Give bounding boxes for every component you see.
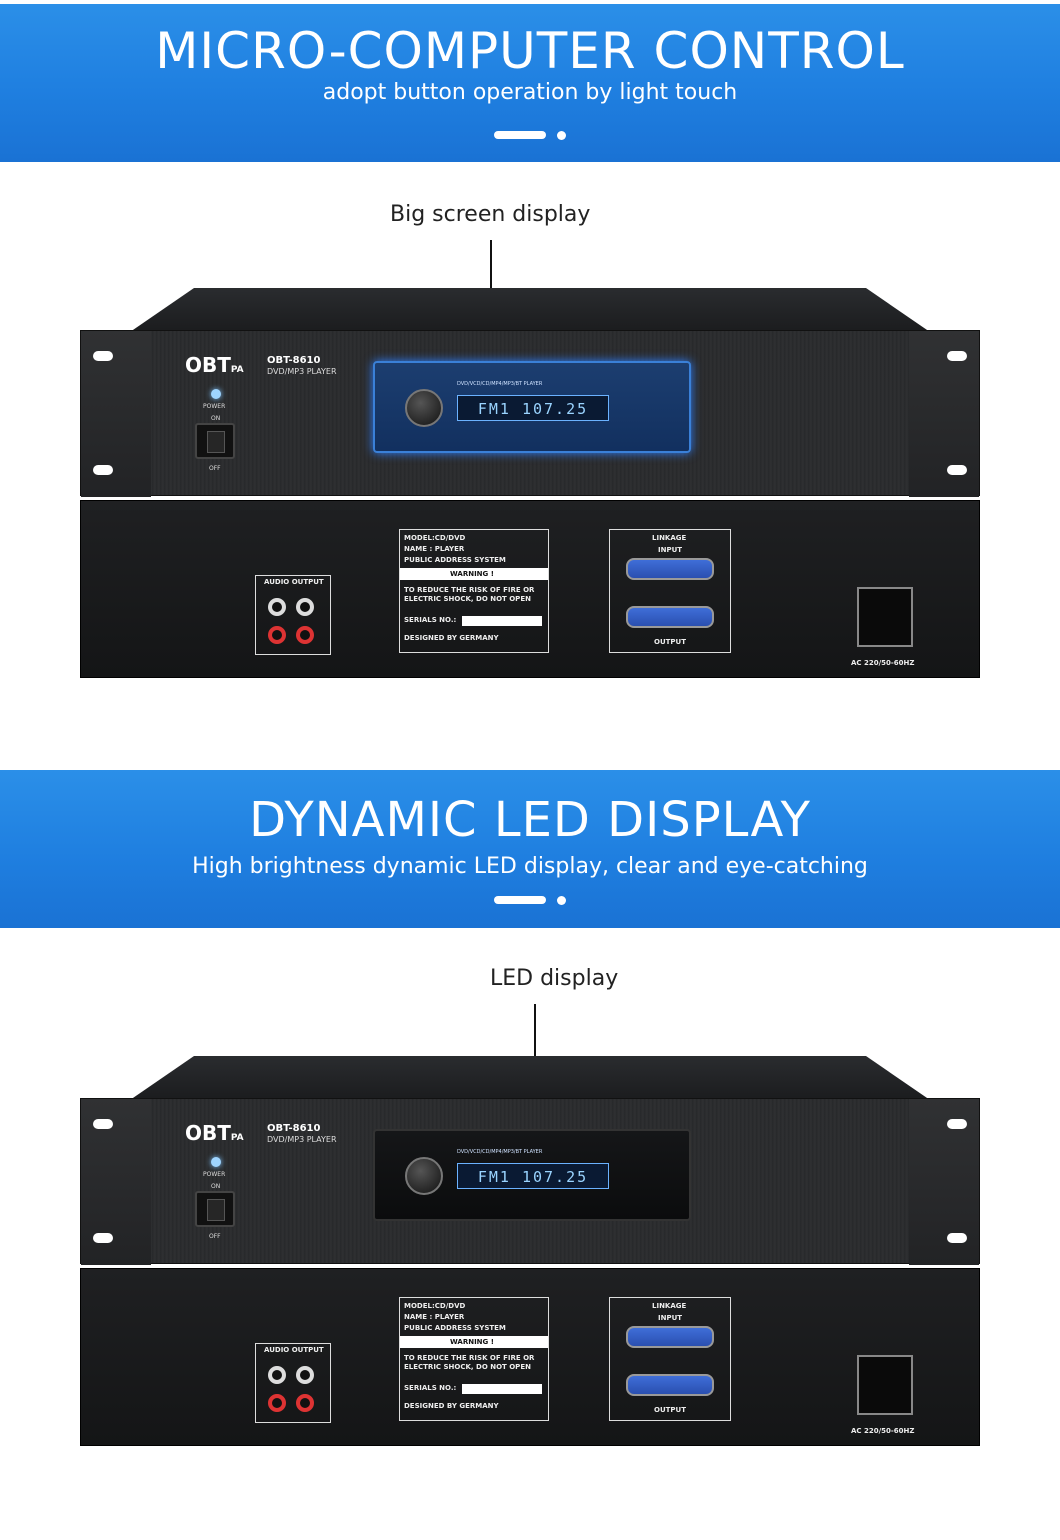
device-rear-panel: AUDIO OUTPUT MODEL:CD/DVD NAME : PLAYER … bbox=[80, 500, 980, 678]
banner-indicator bbox=[0, 131, 1060, 141]
device-top-2 bbox=[130, 1056, 930, 1100]
display-panel-2: DVD/VCD/CD/MP4/MP3/BT PLAYER FM1 107.25 bbox=[373, 1129, 691, 1221]
input-port-2 bbox=[626, 1326, 714, 1348]
power-led-2 bbox=[211, 1157, 221, 1167]
warning-text-2: ELECTRIC SHOCK, DO NOT OPEN bbox=[404, 595, 531, 603]
linkage-box-2: LINKAGE INPUT OUTPUT bbox=[609, 1297, 731, 1421]
panel-title: DVD/VCD/CD/MP4/MP3/BT PLAYER bbox=[457, 381, 543, 387]
panel-title-2: DVD/VCD/CD/MP4/MP3/BT PLAYER bbox=[457, 1149, 543, 1155]
banner-title-2: DYNAMIC LED DISPLAY bbox=[249, 792, 811, 848]
label-line-3: PUBLIC ADDRESS SYSTEM bbox=[404, 556, 506, 564]
audio-output-label-2: AUDIO OUTPUT bbox=[264, 1346, 324, 1354]
off-label-2: OFF bbox=[209, 1233, 221, 1240]
linkage-label-2: LINKAGE bbox=[652, 1302, 687, 1310]
volume-knob-2[interactable] bbox=[405, 1157, 443, 1195]
model-subtitle-2: DVD/MP3 PLAYER bbox=[267, 1135, 337, 1144]
player-device-2: OBTPA OBT-8610 DVD/MP3 PLAYER POWER ON O… bbox=[80, 1056, 980, 1451]
power-label: POWER bbox=[203, 403, 226, 410]
power-label-2: POWER bbox=[203, 1171, 226, 1178]
brand-logo: OBTPA bbox=[185, 353, 244, 377]
on-label: ON bbox=[211, 415, 221, 422]
linkage-label: LINKAGE bbox=[652, 534, 687, 542]
ac-label-2: AC 220/50-60HZ bbox=[851, 1427, 915, 1435]
audio-output-box: AUDIO OUTPUT bbox=[255, 575, 331, 655]
label-line-2-2: NAME : PLAYER bbox=[404, 1313, 465, 1321]
output-label-2: OUTPUT bbox=[654, 1406, 686, 1414]
brand-logo-2: OBTPA bbox=[185, 1121, 244, 1145]
banner-subtitle-2: High brightness dynamic LED display, cle… bbox=[192, 854, 868, 879]
output-port bbox=[626, 606, 714, 628]
banner-dynamic-led: DYNAMIC LED DISPLAY High brightness dyna… bbox=[0, 770, 1060, 928]
input-label: INPUT bbox=[658, 546, 683, 554]
label-line-2: NAME : PLAYER bbox=[404, 545, 465, 553]
linkage-box: LINKAGE INPUT OUTPUT bbox=[609, 529, 731, 653]
warning-text-2-2: ELECTRIC SHOCK, DO NOT OPEN bbox=[404, 1363, 531, 1371]
input-label-2: INPUT bbox=[658, 1314, 683, 1322]
ac-label: AC 220/50-60HZ bbox=[851, 659, 915, 667]
device-rear-panel-2: AUDIO OUTPUT MODEL:CD/DVD NAME : PLAYER … bbox=[80, 1268, 980, 1446]
banner-indicator-2 bbox=[0, 896, 1060, 906]
designed-label: DESIGNED BY GERMANY bbox=[404, 634, 499, 642]
off-label: OFF bbox=[209, 465, 221, 472]
on-label-2: ON bbox=[211, 1183, 221, 1190]
serials-label: SERIALS NO.: bbox=[404, 616, 457, 624]
info-label-box-2: MODEL:CD/DVD NAME : PLAYER PUBLIC ADDRES… bbox=[399, 1297, 549, 1421]
model-name-2: OBT-8610 bbox=[267, 1123, 321, 1134]
banner-title: MICRO-COMPUTER CONTROL bbox=[155, 22, 905, 80]
output-label: OUTPUT bbox=[654, 638, 686, 646]
warning-text-1-2: TO REDUCE THE RISK OF FIRE OR bbox=[404, 1354, 535, 1362]
info-label-box: MODEL:CD/DVD NAME : PLAYER PUBLIC ADDRES… bbox=[399, 529, 549, 653]
warning-label: WARNING ! bbox=[450, 570, 494, 578]
display-panel: DVD/VCD/CD/MP4/MP3/BT PLAYER FM1 107.25 bbox=[373, 361, 691, 453]
power-switch[interactable] bbox=[195, 423, 235, 459]
lcd-display: FM1 107.25 bbox=[457, 395, 609, 421]
banner-subtitle: adopt button operation by light touch bbox=[322, 80, 738, 105]
audio-output-box-2: AUDIO OUTPUT bbox=[255, 1343, 331, 1423]
label-line-3-2: PUBLIC ADDRESS SYSTEM bbox=[404, 1324, 506, 1332]
label-line-1: MODEL:CD/DVD bbox=[404, 534, 466, 542]
device-front-panel-2: OBTPA OBT-8610 DVD/MP3 PLAYER POWER ON O… bbox=[80, 1098, 980, 1265]
input-port bbox=[626, 558, 714, 580]
device-front-panel: OBTPA OBT-8610 DVD/MP3 PLAYER POWER ON O… bbox=[80, 330, 980, 497]
player-device: OBTPA OBT-8610 DVD/MP3 PLAYER POWER ON O… bbox=[80, 288, 980, 683]
device-top bbox=[130, 288, 930, 332]
callout-label-2: LED display bbox=[490, 966, 619, 991]
serials-label-2: SERIALS NO.: bbox=[404, 1384, 457, 1392]
model-subtitle: DVD/MP3 PLAYER bbox=[267, 367, 337, 376]
warning-text-1: TO REDUCE THE RISK OF FIRE OR bbox=[404, 586, 535, 594]
power-switch-2[interactable] bbox=[195, 1191, 235, 1227]
designed-label-2: DESIGNED BY GERMANY bbox=[404, 1402, 499, 1410]
ac-socket-2 bbox=[857, 1355, 913, 1415]
output-port-2 bbox=[626, 1374, 714, 1396]
callout-label: Big screen display bbox=[390, 202, 591, 227]
label-line-1-2: MODEL:CD/DVD bbox=[404, 1302, 466, 1310]
lcd-display-2: FM1 107.25 bbox=[457, 1163, 609, 1189]
banner-micro-computer: MICRO-COMPUTER CONTROL adopt button oper… bbox=[0, 4, 1060, 162]
ac-socket bbox=[857, 587, 913, 647]
power-led bbox=[211, 389, 221, 399]
model-name: OBT-8610 bbox=[267, 355, 321, 366]
volume-knob[interactable] bbox=[405, 389, 443, 427]
warning-label-2: WARNING ! bbox=[450, 1338, 494, 1346]
audio-output-label: AUDIO OUTPUT bbox=[264, 578, 324, 586]
